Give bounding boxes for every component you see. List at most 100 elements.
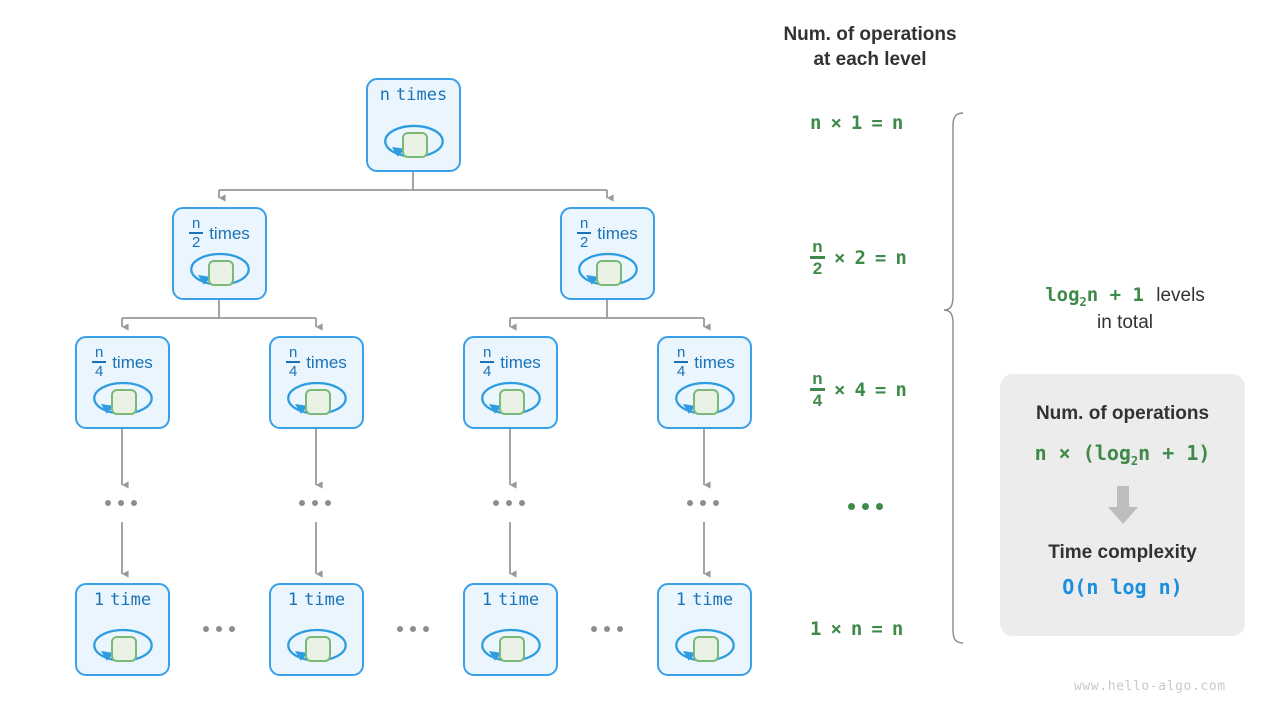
tree-node-level5-2: 1 time: [269, 583, 364, 676]
node-unit: time: [692, 590, 734, 610]
node-count: 1: [287, 590, 299, 610]
node-label: n 4 times: [659, 345, 750, 380]
operations-row-ellipsis: [848, 503, 883, 510]
row-result: n: [891, 618, 904, 640]
inner-operation-box: [693, 389, 719, 415]
levels-formula-sub: 2: [1079, 294, 1087, 309]
operations-row-3: n 4 × 4 = n: [810, 370, 907, 409]
operations-row-1: n × 1 = n: [810, 112, 903, 134]
node-label: 1 time: [271, 592, 362, 609]
tree-node-level5-3: 1 time: [463, 583, 558, 676]
leaf-ellipsis-3: [591, 626, 623, 632]
tree-node-level3-2: n 4 times: [269, 336, 364, 429]
card-formula-suffix: n + 1): [1138, 441, 1211, 465]
tree-node-level1-1: n times: [366, 78, 461, 172]
row-term: 1: [810, 618, 822, 640]
row-times-symbol: ×: [830, 618, 842, 640]
inner-operation-box: [499, 636, 525, 662]
levels-formula-suffix: n + 1: [1086, 284, 1144, 306]
node-label: n times: [368, 87, 459, 104]
row-multiplier: n: [850, 618, 863, 640]
inner-operation-box: [305, 389, 331, 415]
tree-ellipsis-4: [687, 500, 719, 506]
tree-ellipsis-3: [493, 500, 525, 506]
card-operations-title: Num. of operations: [1035, 403, 1210, 424]
node-unit: times: [694, 352, 735, 372]
operations-row-2: n 2 × 2 = n: [810, 238, 907, 277]
node-label: 1 time: [659, 592, 750, 609]
card-operations-formula: n × (log2n + 1): [1000, 441, 1245, 468]
row-result: n: [895, 378, 907, 401]
node-label: n 2 times: [174, 216, 265, 251]
row-times-symbol: ×: [834, 378, 846, 401]
node-label: n 2 times: [562, 216, 653, 251]
levels-formula-line: log2n + 1 levels: [1000, 283, 1250, 310]
node-label: n 4 times: [465, 345, 556, 380]
card-complexity-value: O(n log n): [1062, 575, 1183, 599]
tree-node-level3-1: n 4 times: [75, 336, 170, 429]
node-unit: times: [500, 352, 541, 372]
node-unit: time: [304, 590, 346, 610]
node-label: n 4 times: [271, 345, 362, 380]
node-unit: time: [110, 590, 152, 610]
inner-operation-box: [499, 389, 525, 415]
levels-brace: [943, 112, 964, 644]
row-term-fraction: n 4: [810, 370, 825, 409]
tree-node-level5-4: 1 time: [657, 583, 752, 676]
inner-operation-box: [208, 260, 234, 286]
inner-operation-box: [402, 132, 428, 158]
summary-card: Num. of operations n × (log2n + 1) Time …: [1000, 374, 1245, 636]
levels-trailing-word: levels: [1156, 285, 1205, 306]
operations-heading-line1: Num. of operations: [783, 24, 957, 45]
node-label: n 4 times: [77, 345, 168, 380]
node-unit: times: [306, 352, 347, 372]
leaf-ellipsis-2: [397, 626, 429, 632]
tree-node-level2-2: n 2 times: [560, 207, 655, 300]
node-label: 1 time: [77, 592, 168, 609]
node-count-fraction: n 2: [189, 216, 204, 251]
node-unit: times: [112, 352, 153, 372]
down-arrow-icon: [1000, 486, 1245, 526]
row-result: n: [895, 246, 907, 269]
node-count: 1: [481, 590, 493, 610]
row-multiplier: 2: [854, 246, 866, 269]
row-multiplier: 1: [850, 112, 863, 134]
row-times-symbol: ×: [834, 246, 846, 269]
tree-node-level5-1: 1 time: [75, 583, 170, 676]
inner-operation-box: [693, 636, 719, 662]
row-equals: =: [874, 378, 887, 401]
row-term: n: [810, 112, 822, 134]
node-count: 1: [675, 590, 687, 610]
node-unit: times: [396, 85, 448, 105]
row-term-fraction: n 2: [810, 238, 825, 277]
tree-node-level2-1: n 2 times: [172, 207, 267, 300]
leaf-ellipsis-1: [203, 626, 235, 632]
operations-heading-line2: at each level: [813, 49, 927, 71]
row-multiplier: 4: [854, 378, 866, 401]
card-formula-sub: 2: [1130, 454, 1139, 468]
levels-formula: log2n + 1: [1045, 284, 1144, 309]
node-count-fraction: n 4: [92, 345, 107, 380]
card-complexity-title: Time complexity: [1048, 542, 1197, 563]
node-unit: times: [209, 223, 250, 243]
tree-node-level3-4: n 4 times: [657, 336, 752, 429]
site-watermark: www.hello-algo.com: [1074, 679, 1226, 694]
node-count-fraction: n 4: [674, 345, 689, 380]
node-count-fraction: n 4: [480, 345, 495, 380]
levels-in-total-note: log2n + 1 levels in total: [1000, 283, 1250, 336]
node-count: 1: [93, 590, 105, 610]
node-count-fraction: n 2: [577, 216, 592, 251]
row-times-symbol: ×: [830, 112, 842, 134]
row-equals: =: [874, 246, 887, 269]
operations-column-heading: Num. of operations at each level: [755, 22, 985, 72]
inner-operation-box: [596, 260, 622, 286]
row-equals: =: [871, 618, 883, 640]
inner-operation-box: [111, 636, 137, 662]
card-formula-prefix: n × (log: [1034, 441, 1131, 465]
row-equals: =: [871, 112, 883, 134]
operations-row-5: 1 × n = n: [810, 618, 903, 640]
tree-ellipsis-1: [105, 500, 137, 506]
levels-formula-prefix: log: [1045, 284, 1080, 306]
